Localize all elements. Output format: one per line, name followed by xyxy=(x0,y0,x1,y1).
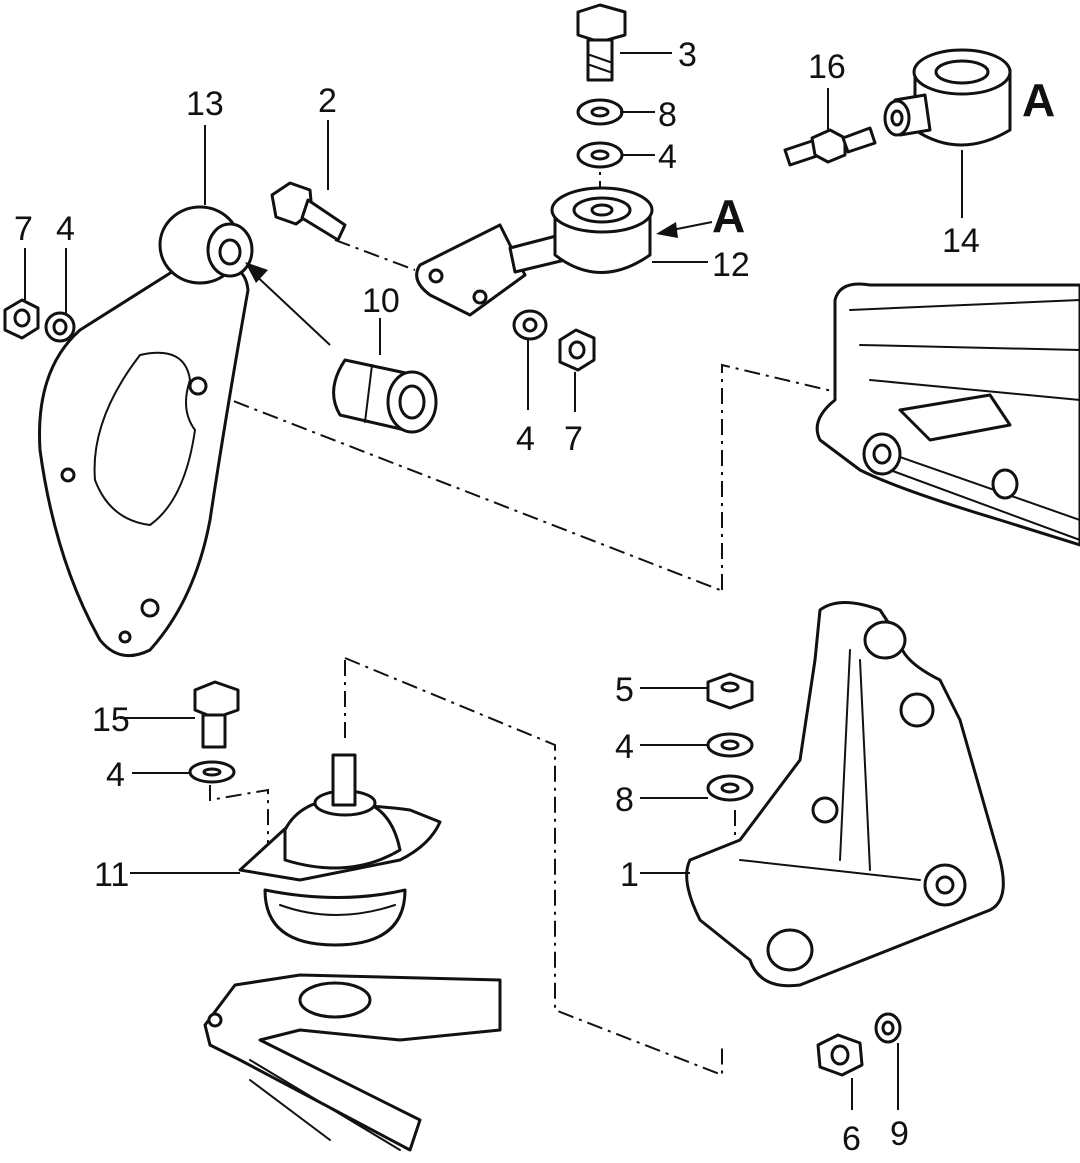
callout-9: 9 xyxy=(890,1115,909,1153)
washer-8-top xyxy=(576,98,624,126)
washer-4-right xyxy=(706,732,754,758)
nut-6 xyxy=(816,1033,864,1077)
callout-16: 16 xyxy=(808,48,846,86)
callout-4-top: 4 xyxy=(658,138,677,176)
callout-11: 11 xyxy=(94,856,129,894)
bushing-10 xyxy=(332,358,438,434)
callout-12: 12 xyxy=(712,246,750,284)
callout-labels: 13 2 3 8 4 12 16 14 7 4 10 4 7 15 4 11 5… xyxy=(14,36,1055,1158)
bolt-2 xyxy=(270,181,347,242)
callout-4-lower: 4 xyxy=(106,756,125,794)
detail-label-a-right: A xyxy=(1022,74,1055,126)
nut-7-left xyxy=(3,298,40,340)
callout-7-center: 7 xyxy=(564,420,583,458)
callout-1: 1 xyxy=(620,856,639,894)
bushing-14 xyxy=(883,48,1012,147)
nut-5 xyxy=(706,672,754,710)
engine-block xyxy=(815,282,1080,547)
callout-7-left: 7 xyxy=(14,210,33,248)
washer-4-lower xyxy=(188,760,236,784)
callout-4-right: 4 xyxy=(615,728,634,766)
callout-15: 15 xyxy=(92,701,130,739)
assembly-lines xyxy=(204,150,871,1077)
callout-10: 10 xyxy=(362,282,400,320)
engine-mount-11 xyxy=(238,753,442,947)
callout-5: 5 xyxy=(615,671,634,709)
lock-washer-9 xyxy=(874,1012,902,1044)
callout-14: 14 xyxy=(942,222,980,260)
callout-2: 2 xyxy=(318,82,337,120)
callout-6: 6 xyxy=(842,1120,861,1158)
bolt-3 xyxy=(576,3,627,82)
crossmember xyxy=(203,973,502,1152)
leader-lines xyxy=(24,52,963,1110)
washer-4-top xyxy=(576,141,624,169)
callout-3: 3 xyxy=(678,36,697,74)
stud-16 xyxy=(783,126,877,167)
washer-4-left xyxy=(44,311,76,343)
callout-4-left: 4 xyxy=(56,210,75,248)
callout-13: 13 xyxy=(186,85,224,123)
callout-8-right: 8 xyxy=(615,781,634,819)
mount-bracket-1 xyxy=(685,601,1005,988)
washer-8-right xyxy=(706,774,754,802)
callout-8-top: 8 xyxy=(658,96,677,134)
bolt-15 xyxy=(193,680,240,749)
nut-7-center xyxy=(558,328,596,372)
detail-label-a-center: A xyxy=(712,190,745,242)
washer-4-center xyxy=(512,309,548,341)
rear-bracket-13 xyxy=(38,205,254,658)
link-bracket-12 xyxy=(415,186,654,317)
callout-4-center: 4 xyxy=(516,420,535,458)
